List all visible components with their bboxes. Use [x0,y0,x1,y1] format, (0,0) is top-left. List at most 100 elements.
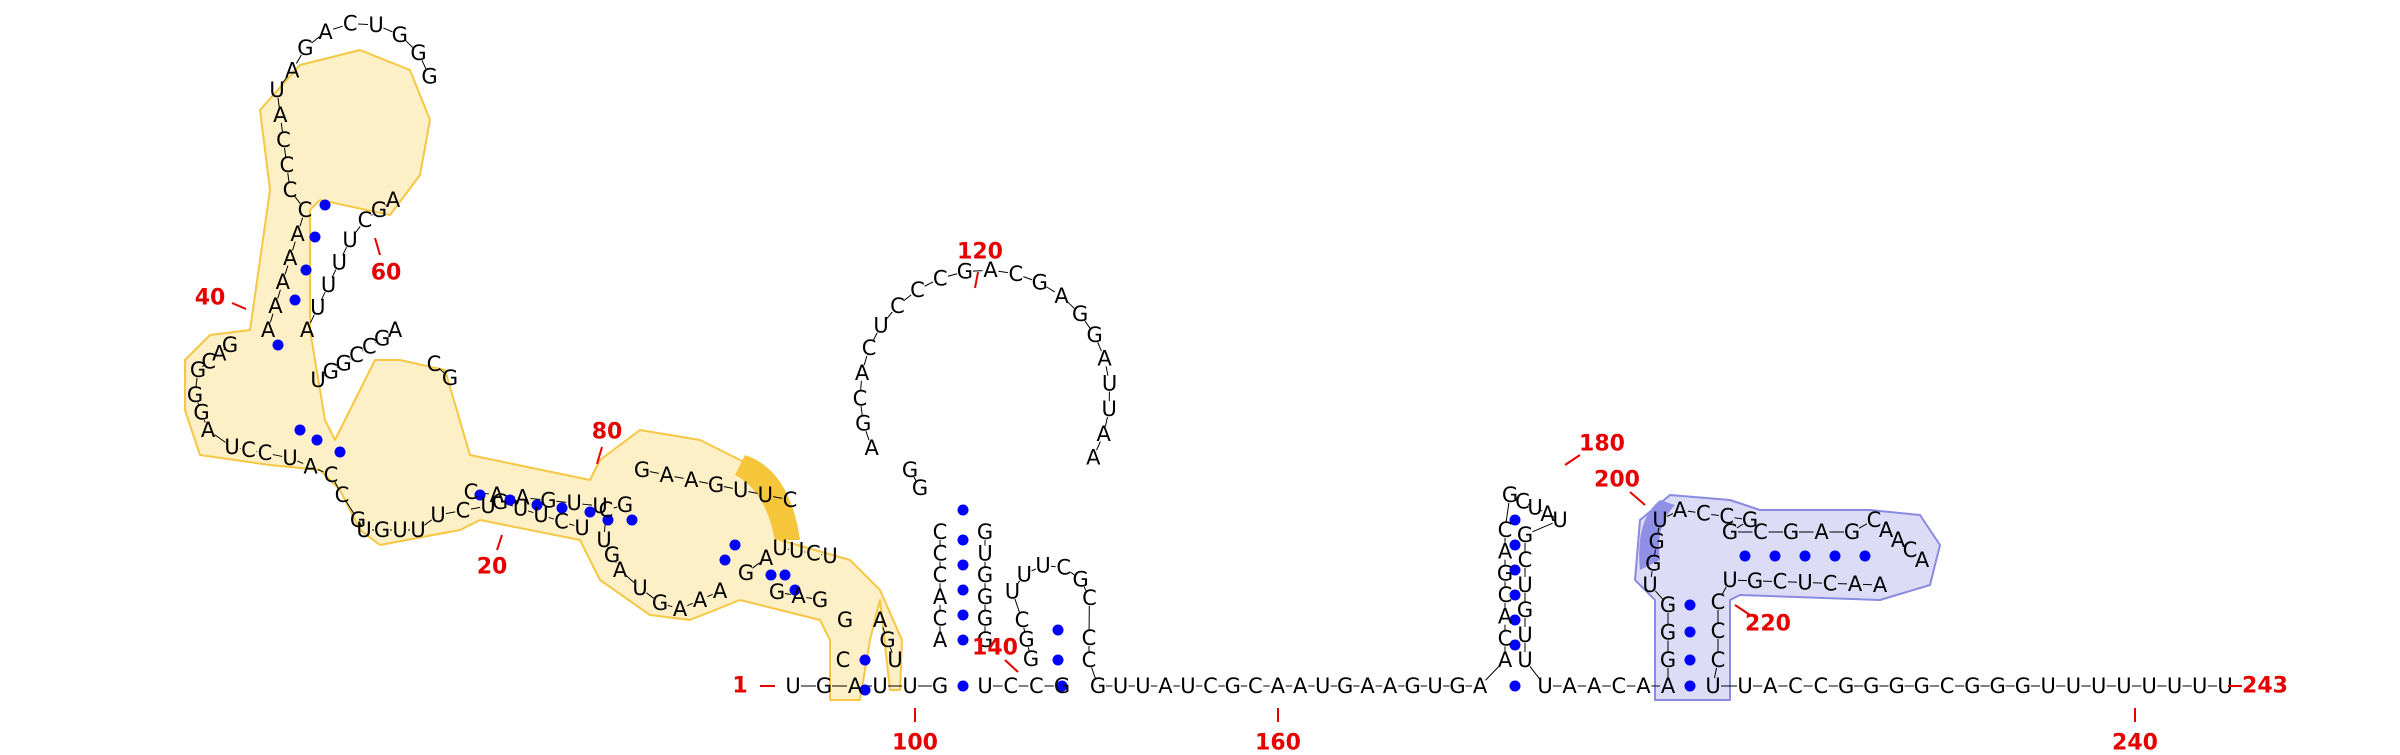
nucleotide: A [1473,674,1488,698]
nucleotide: C [1611,674,1626,698]
backbone-bond [203,419,206,423]
backbone-bond [1066,301,1075,309]
nucleotide: A [848,674,863,698]
nucleotide: A [386,188,401,212]
backbone-bond [1529,666,1541,680]
nucleotide: G [1225,674,1241,698]
nucleotide: U [1517,623,1532,647]
nucleotide: A [1661,674,1676,698]
backbone-bond [1097,342,1102,352]
label-140: 140 [972,636,1018,661]
nucleotide: U [392,518,407,542]
nucleotide: U [282,446,297,470]
base-pair-dot [789,584,801,596]
nucleotide: A [1540,502,1555,526]
nucleotide: C [1518,548,1533,572]
nucleotide: C [910,278,925,302]
nucleotide: G [932,674,948,698]
nucleotide: G [977,520,993,544]
base-pair-dot [1509,614,1521,626]
backbone-bond [1027,647,1030,652]
nucleotide: G [1032,271,1048,295]
nucleotide: G [371,198,387,222]
base-pair-dot [765,569,777,581]
nucleotide: U [902,674,917,698]
nucleotide: A [388,318,403,342]
yellow-highlight [735,455,800,540]
backbone-bond [345,501,355,514]
nucleotide: U [410,518,425,542]
nucleotide: U [332,251,347,275]
nucleotide: C [1903,538,1918,562]
backbone-bond [1858,523,1868,529]
nucleotide: U [310,296,325,320]
nucleotide: G [442,366,458,390]
nucleotide: G [1747,569,1763,593]
nucleotide: C [554,510,569,534]
nucleotide: G [1838,674,1854,698]
backbone-bond [1527,503,1530,506]
backbone-bond [723,486,733,489]
nucleotide: A [1498,540,1513,564]
nucleotide: C [1056,555,1071,579]
nucleotide: C [1015,608,1030,632]
nucleotide: A [1271,674,1286,698]
nucleotide: G [1072,567,1088,591]
nucleotide: A [283,246,298,270]
nucleotide: U [2142,674,2157,698]
backbone-bond [1540,509,1543,512]
backbone-bond [385,204,387,206]
nucleotide: C [335,483,350,507]
backbone-bond [277,289,281,299]
base-pair-dot [289,294,301,306]
label-100: 100 [892,731,938,755]
nucleotide: A [855,361,870,385]
nucleotide: U [596,528,611,552]
nucleotide: C [1813,674,1828,698]
nucleotide: A [1587,674,1602,698]
nucleotide: A [1293,674,1308,698]
backbone-bond [1654,590,1664,600]
nucleotide: C [1003,674,1018,698]
base-pair-dot [957,680,969,692]
nucleotide: C [283,178,298,202]
base-pair-dot [626,514,638,526]
nucleotide: U [1005,579,1020,603]
base-pair-dot [1509,539,1521,551]
nucleotide: U [1527,496,1542,520]
nucleotide: C [853,386,868,410]
backbone-bond [272,454,283,457]
nucleotide: U [368,13,383,37]
nucleotide: A [1891,528,1906,552]
nucleotide: U [2066,674,2081,698]
nucleotide: A [261,318,276,342]
backbone-bond [1084,320,1091,329]
nucleotide: G [1404,674,1420,698]
label-200-tick [1629,491,1646,506]
nucleotide: A [759,546,774,570]
backbone-bond [1515,497,1518,500]
nucleotide: C [362,335,377,359]
backbone-bond [865,431,870,441]
nucleotide: G [855,412,871,436]
backbone-bond [748,491,758,494]
nucleotide: G [879,628,895,652]
nucleotide: G [957,260,973,284]
base-pair-dot [779,569,791,581]
nucleotide: A [933,628,948,652]
nucleotide: A [983,258,998,282]
backbone-bond [371,214,373,216]
nucleotide: A [1498,648,1513,672]
base-pair-dot [957,634,969,646]
nucleotide: U [1537,674,1552,698]
nucleotide: A [1763,674,1778,698]
nucleotide: G [1054,674,1070,698]
label-120: 120 [957,240,1003,265]
backbone-bond [1046,286,1055,293]
nucleotide: U [1652,508,1667,532]
nucleotide: A [1636,674,1651,698]
backbone-bond [1734,517,1743,520]
base-pair-dot [474,489,486,501]
backbone-bond [284,265,289,275]
